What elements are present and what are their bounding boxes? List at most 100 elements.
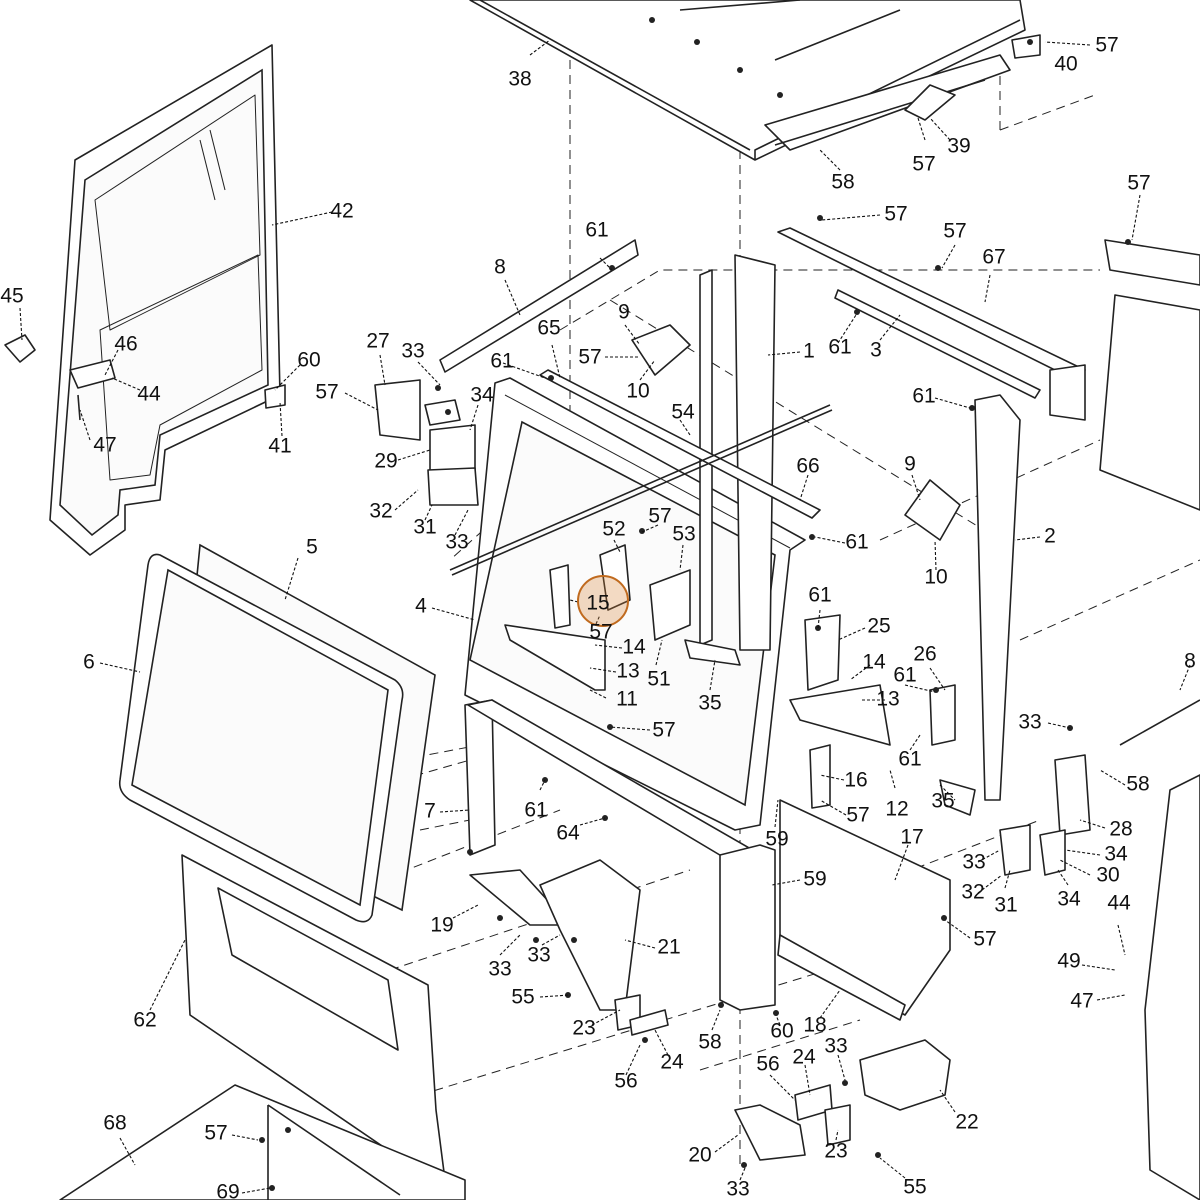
callout-57[interactable]: 57 — [846, 804, 869, 827]
callout-9[interactable]: 9 — [618, 301, 630, 324]
callout-47[interactable]: 47 — [1070, 990, 1093, 1013]
callout-58[interactable]: 58 — [1126, 773, 1149, 796]
callout-55[interactable]: 55 — [511, 986, 534, 1009]
callout-35[interactable]: 35 — [698, 692, 721, 715]
callout-61[interactable]: 61 — [490, 350, 513, 373]
callout-57[interactable]: 57 — [912, 153, 935, 176]
callout-4[interactable]: 4 — [415, 595, 427, 618]
callout-9[interactable]: 9 — [904, 453, 916, 476]
callout-8[interactable]: 8 — [1184, 650, 1196, 673]
callout-32[interactable]: 32 — [961, 881, 984, 904]
callout-31[interactable]: 31 — [413, 516, 436, 539]
callout-38[interactable]: 38 — [508, 68, 531, 91]
callout-53[interactable]: 53 — [672, 523, 695, 546]
callout-56[interactable]: 56 — [756, 1053, 779, 1076]
callout-8[interactable]: 8 — [494, 256, 506, 279]
callout-51[interactable]: 51 — [647, 668, 670, 691]
callout-57[interactable]: 57 — [648, 505, 671, 528]
callout-13[interactable]: 13 — [616, 660, 639, 683]
callout-61[interactable]: 61 — [828, 336, 851, 359]
callout-61[interactable]: 61 — [845, 531, 868, 554]
callout-33[interactable]: 33 — [962, 851, 985, 874]
callout-39[interactable]: 39 — [947, 135, 970, 158]
callout-57[interactable]: 57 — [1127, 172, 1150, 195]
callout-49[interactable]: 49 — [1057, 950, 1080, 973]
callout-27[interactable]: 27 — [366, 330, 389, 353]
callout-25[interactable]: 25 — [867, 615, 890, 638]
callout-23[interactable]: 23 — [824, 1140, 847, 1163]
callout-54[interactable]: 54 — [671, 401, 695, 424]
callout-45[interactable]: 45 — [0, 285, 23, 308]
callout-41[interactable]: 41 — [268, 435, 291, 458]
callout-11[interactable]: 11 — [616, 688, 638, 711]
callout-61[interactable]: 61 — [912, 385, 935, 408]
callout-56[interactable]: 56 — [614, 1070, 637, 1093]
callout-40[interactable]: 40 — [1054, 53, 1077, 76]
callout-13[interactable]: 13 — [876, 688, 899, 711]
callout-1[interactable]: 1 — [803, 340, 815, 363]
callout-14[interactable]: 14 — [622, 636, 646, 659]
callout-68[interactable]: 68 — [103, 1112, 126, 1135]
callout-22[interactable]: 22 — [955, 1111, 978, 1134]
callout-6[interactable]: 6 — [83, 651, 95, 674]
callout-33[interactable]: 33 — [445, 531, 468, 554]
callout-12[interactable]: 12 — [885, 798, 908, 821]
callout-18[interactable]: 18 — [803, 1014, 826, 1037]
callout-57[interactable]: 57 — [578, 346, 601, 369]
callout-33[interactable]: 33 — [1018, 711, 1041, 734]
callout-61[interactable]: 61 — [898, 748, 921, 771]
callout-57[interactable]: 57 — [315, 381, 338, 404]
callout-10[interactable]: 10 — [626, 380, 649, 403]
callout-14[interactable]: 14 — [862, 651, 886, 674]
callout-66[interactable]: 66 — [796, 455, 819, 478]
callout-24[interactable]: 24 — [660, 1051, 684, 1074]
callout-24[interactable]: 24 — [792, 1046, 816, 1069]
callout-28[interactable]: 28 — [1109, 818, 1132, 841]
callout-15[interactable]: 15 — [586, 592, 609, 615]
callout-59[interactable]: 59 — [803, 868, 826, 891]
callout-17[interactable]: 17 — [900, 826, 923, 849]
callout-61[interactable]: 61 — [893, 664, 916, 687]
callout-33[interactable]: 33 — [401, 340, 424, 363]
callout-33[interactable]: 33 — [824, 1035, 847, 1058]
callout-65[interactable]: 65 — [537, 317, 560, 340]
callout-7[interactable]: 7 — [424, 800, 436, 823]
callout-59[interactable]: 59 — [765, 828, 788, 851]
callout-44[interactable]: 44 — [137, 383, 161, 406]
callout-33[interactable]: 33 — [488, 958, 511, 981]
callout-23[interactable]: 23 — [572, 1017, 595, 1040]
callout-58[interactable]: 58 — [698, 1031, 721, 1054]
callout-61[interactable]: 61 — [808, 584, 831, 607]
callout-60[interactable]: 60 — [770, 1020, 793, 1043]
callout-52[interactable]: 52 — [602, 518, 625, 541]
callout-34[interactable]: 34 — [1057, 888, 1081, 911]
callout-55[interactable]: 55 — [903, 1176, 926, 1199]
callout-64[interactable]: 64 — [556, 822, 580, 845]
callout-20[interactable]: 20 — [688, 1144, 711, 1167]
highlight-hotspot[interactable] — [577, 575, 629, 627]
callout-42[interactable]: 42 — [330, 200, 353, 223]
callout-46[interactable]: 46 — [114, 333, 137, 356]
callout-69[interactable]: 69 — [216, 1181, 239, 1200]
callout-31[interactable]: 31 — [994, 894, 1017, 917]
callout-5[interactable]: 5 — [306, 536, 318, 559]
callout-16[interactable]: 16 — [844, 769, 867, 792]
callout-32[interactable]: 32 — [369, 500, 392, 523]
callout-10[interactable]: 10 — [924, 566, 947, 589]
callout-57[interactable]: 57 — [589, 621, 612, 644]
callout-3[interactable]: 3 — [870, 339, 882, 362]
callout-34[interactable]: 34 — [470, 384, 494, 407]
callout-35[interactable]: 35 — [931, 790, 954, 813]
callout-57[interactable]: 57 — [1095, 34, 1118, 57]
callout-58[interactable]: 58 — [831, 171, 854, 194]
callout-47[interactable]: 47 — [93, 434, 116, 457]
callout-57[interactable]: 57 — [943, 220, 966, 243]
callout-26[interactable]: 26 — [913, 643, 936, 666]
callout-62[interactable]: 62 — [133, 1009, 156, 1032]
callout-34[interactable]: 34 — [1104, 843, 1128, 866]
callout-29[interactable]: 29 — [374, 450, 397, 473]
callout-19[interactable]: 19 — [430, 914, 453, 937]
callout-61[interactable]: 61 — [585, 219, 608, 242]
callout-33[interactable]: 33 — [726, 1178, 749, 1200]
callout-57[interactable]: 57 — [884, 203, 907, 226]
